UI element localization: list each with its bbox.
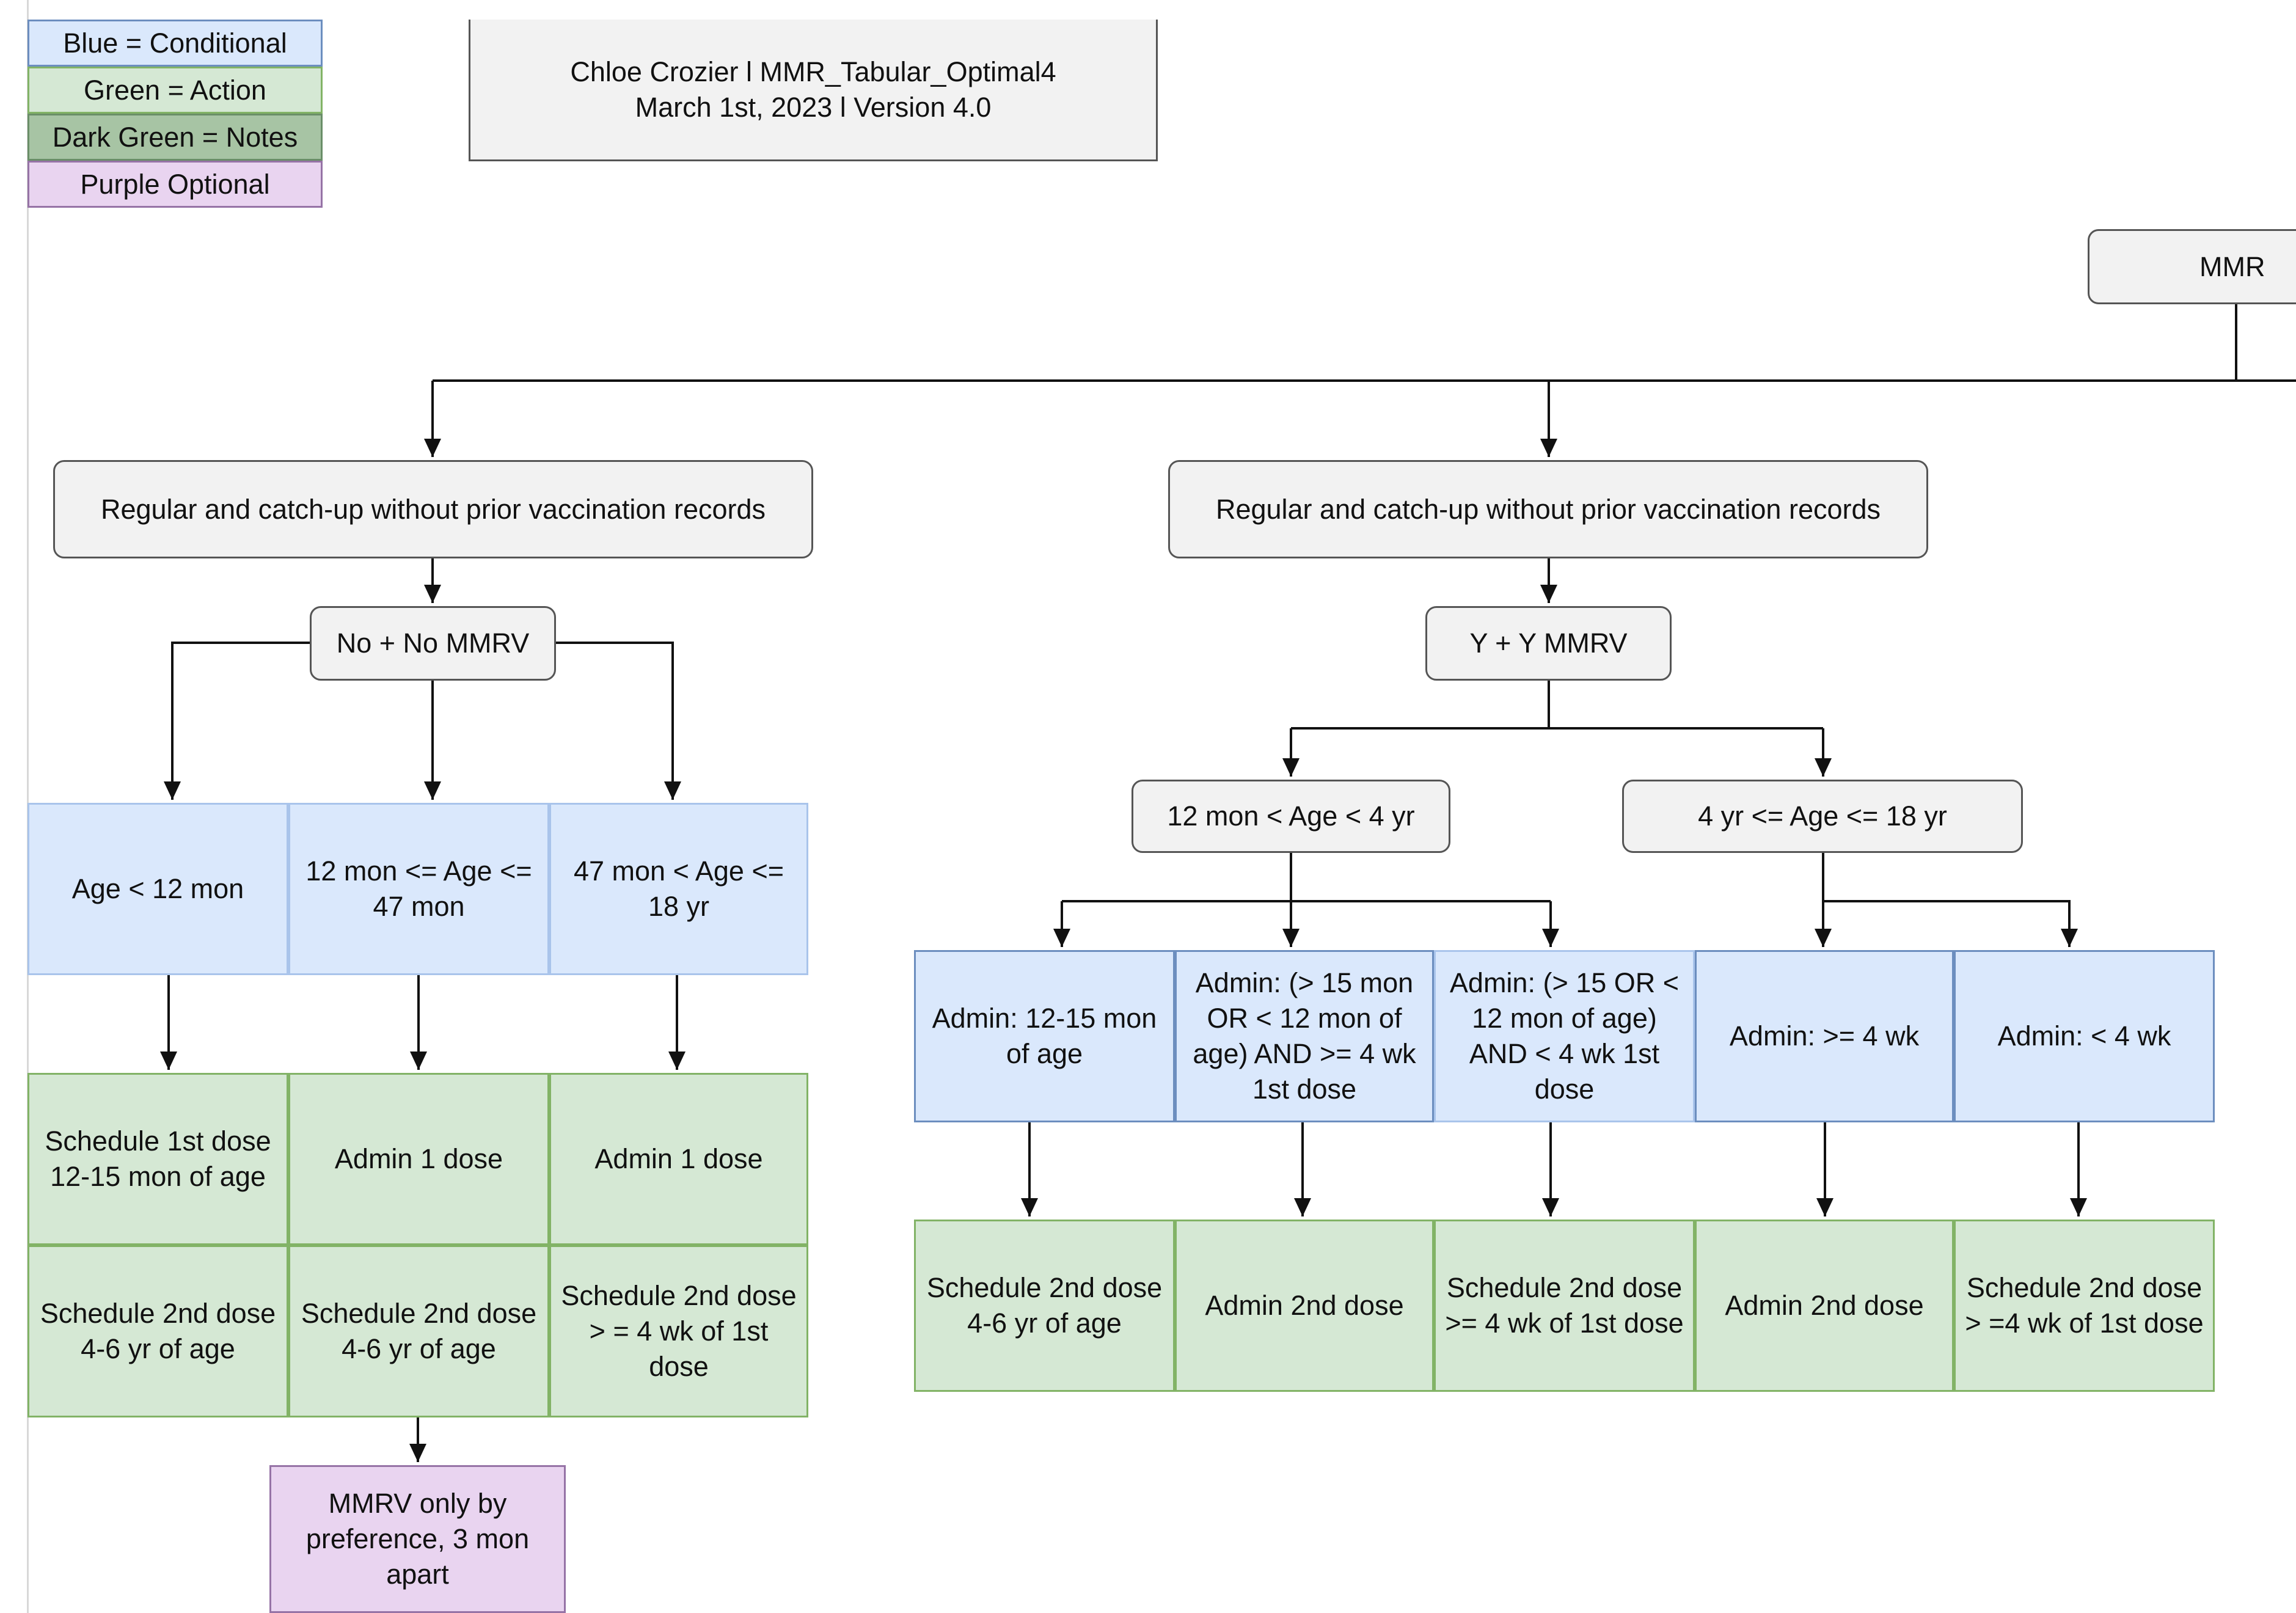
right-action-2-label: Admin 2nd dose (1205, 1290, 1404, 1321)
connector-6 (171, 642, 310, 800)
right-action-5[interactable]: Schedule 2nd dose > =4 wk of 1st dose (1954, 1220, 2215, 1392)
right-age-group-2[interactable]: 4 yr <= Age <= 18 yr (1622, 780, 2023, 853)
arrowhead-8 (664, 781, 681, 800)
right-age-group-2-label: 4 yr <= Age <= 18 yr (1698, 800, 1947, 832)
header-box: Chloe Crozier l MMR_Tabular_Optimal4 Mar… (469, 20, 1158, 161)
arrowhead-11 (668, 1052, 686, 1070)
arrowhead-9 (160, 1052, 177, 1070)
left-second-action-3-label: Schedule 2nd dose > = 4 wk of 1st dose (561, 1280, 797, 1382)
right-admin-condition-4[interactable]: Admin: >= 4 wk (1695, 950, 1954, 1122)
left-first-action-1-label: Schedule 1st dose 12-15 mon of age (45, 1125, 271, 1192)
root-node-label: MMR (2199, 251, 2265, 282)
arrowhead-12 (409, 1444, 426, 1462)
left-optional-note-label: MMRV only by preference, 3 mon apart (305, 1488, 530, 1590)
arrowhead-4 (1540, 439, 1557, 457)
arrowhead-7 (424, 781, 441, 800)
right-admin-condition-4-label: Admin: >= 4 wk (1729, 1020, 1920, 1052)
arrowhead-22 (1542, 929, 1559, 947)
legend-optional: Purple Optional (27, 161, 323, 208)
arrowhead-20 (1053, 929, 1070, 947)
left-condition-label: No + No MMRV (336, 627, 530, 659)
arrowhead-23 (1815, 929, 1832, 947)
left-age-group-2[interactable]: 12 mon <= Age <= 47 mon (288, 803, 549, 975)
right-title-label: Regular and catch-up without prior vacci… (1215, 493, 1881, 525)
left-second-action-2[interactable]: Schedule 2nd dose 4-6 yr of age (288, 1245, 549, 1417)
right-action-1[interactable]: Schedule 2nd dose 4-6 yr of age (914, 1220, 1175, 1392)
right-action-1-label: Schedule 2nd dose 4-6 yr of age (926, 1272, 1163, 1339)
legend-notes-label: Dark Green = Notes (52, 121, 298, 153)
right-title-node[interactable]: Regular and catch-up without prior vacci… (1168, 460, 1928, 558)
left-age-group-1-label: Age < 12 mon (71, 873, 244, 904)
left-second-action-3[interactable]: Schedule 2nd dose > = 4 wk of 1st dose (549, 1245, 808, 1417)
arrowhead-24 (2061, 929, 2078, 947)
legend-action: Green = Action (27, 67, 323, 114)
arrowhead-29 (2070, 1198, 2087, 1216)
right-action-3-label: Schedule 2nd dose >= 4 wk of 1st dose (1445, 1272, 1684, 1339)
legend-action-label: Green = Action (84, 74, 266, 106)
arrowhead-5 (424, 585, 441, 603)
right-admin-condition-1[interactable]: Admin: 12-15 mon of age (914, 950, 1175, 1122)
left-second-action-1-label: Schedule 2nd dose 4-6 yr of age (40, 1298, 276, 1364)
left-age-group-2-label: 12 mon <= Age <= 47 mon (305, 855, 532, 922)
right-action-2[interactable]: Admin 2nd dose (1175, 1220, 1434, 1392)
header-date-line: March 1st, 2023 l Version 4.0 (635, 91, 992, 123)
arrowhead-26 (1294, 1198, 1311, 1216)
left-first-action-3[interactable]: Admin 1 dose (549, 1073, 808, 1245)
arrowhead-17 (1815, 758, 1832, 777)
right-action-3[interactable]: Schedule 2nd dose >= 4 wk of 1st dose (1434, 1220, 1695, 1392)
arrowhead-10 (410, 1052, 427, 1070)
right-admin-condition-3-label: Admin: (> 15 OR < 12 mon of age) AND < 4… (1449, 967, 1680, 1105)
arrowhead-13 (1540, 585, 1557, 603)
arrowhead-3 (424, 439, 441, 457)
arrowhead-21 (1282, 929, 1300, 947)
right-action-4-label: Admin 2nd dose (1725, 1290, 1924, 1321)
left-title-node[interactable]: Regular and catch-up without prior vacci… (53, 460, 813, 558)
left-first-action-2[interactable]: Admin 1 dose (288, 1073, 549, 1245)
right-condition-label: Y + Y MMRV (1469, 627, 1628, 659)
right-age-group-1[interactable]: 12 mon < Age < 4 yr (1132, 780, 1450, 853)
right-admin-condition-5-label: Admin: < 4 wk (1997, 1020, 2171, 1052)
left-optional-note[interactable]: MMRV only by preference, 3 mon apart (269, 1465, 566, 1613)
arrowhead-16 (1282, 758, 1300, 777)
right-admin-condition-2-label: Admin: (> 15 mon OR < 12 mon of age) AND… (1193, 967, 1416, 1105)
root-node-mmr[interactable]: MMR (2088, 229, 2296, 304)
connector-24 (1823, 900, 2071, 947)
left-first-action-1[interactable]: Schedule 1st dose 12-15 mon of age (27, 1073, 288, 1245)
left-condition-node[interactable]: No + No MMRV (310, 606, 556, 681)
right-admin-condition-5[interactable]: Admin: < 4 wk (1954, 950, 2215, 1122)
legend-optional-label: Purple Optional (80, 168, 270, 200)
left-second-action-1[interactable]: Schedule 2nd dose 4-6 yr of age (27, 1245, 288, 1417)
legend-conditional: Blue = Conditional (27, 20, 323, 67)
right-admin-condition-2[interactable]: Admin: (> 15 mon OR < 12 mon of age) AND… (1175, 950, 1434, 1122)
right-age-group-1-label: 12 mon < Age < 4 yr (1167, 800, 1415, 832)
right-action-5-label: Schedule 2nd dose > =4 wk of 1st dose (1965, 1272, 2204, 1339)
left-age-group-3[interactable]: 47 mon < Age <= 18 yr (549, 803, 808, 975)
legend-conditional-label: Blue = Conditional (63, 27, 287, 59)
legend-notes: Dark Green = Notes (27, 114, 323, 161)
left-age-group-3-label: 47 mon < Age <= 18 yr (573, 855, 784, 922)
left-first-action-3-label: Admin 1 dose (594, 1143, 763, 1174)
left-second-action-2-label: Schedule 2nd dose 4-6 yr of age (301, 1298, 537, 1364)
arrowhead-27 (1542, 1198, 1559, 1216)
connector-8 (556, 642, 674, 800)
header-author-line: Chloe Crozier l MMR_Tabular_Optimal4 (570, 56, 1056, 87)
arrowhead-6 (164, 781, 181, 800)
left-title-label: Regular and catch-up without prior vacci… (100, 493, 766, 525)
left-first-action-2-label: Admin 1 dose (334, 1143, 503, 1174)
arrowhead-25 (1021, 1198, 1038, 1216)
right-admin-condition-3[interactable]: Admin: (> 15 OR < 12 mon of age) AND < 4… (1434, 950, 1695, 1122)
right-action-4[interactable]: Admin 2nd dose (1695, 1220, 1954, 1392)
left-age-group-1[interactable]: Age < 12 mon (27, 803, 288, 975)
right-condition-node[interactable]: Y + Y MMRV (1425, 606, 1672, 681)
right-admin-condition-1-label: Admin: 12-15 mon of age (932, 1003, 1157, 1069)
arrowhead-28 (1816, 1198, 1834, 1216)
